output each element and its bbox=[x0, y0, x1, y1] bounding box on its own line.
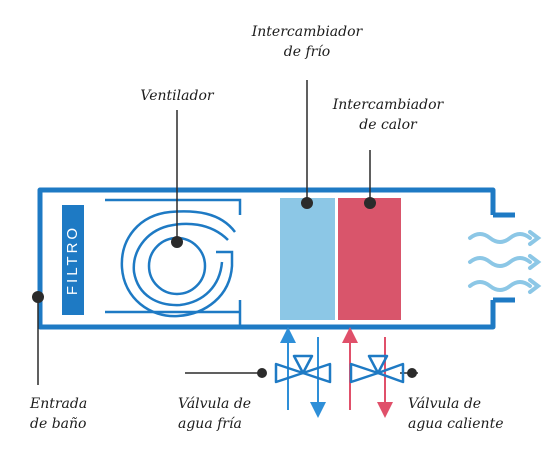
filter: FILTRO bbox=[62, 205, 84, 315]
leader-lines bbox=[37, 80, 418, 385]
label-air-intake: Entrada de baño bbox=[30, 396, 88, 432]
label-fan: Ventilador bbox=[140, 88, 214, 104]
unit-casing bbox=[37, 187, 515, 330]
cold-water-pipes bbox=[280, 327, 326, 418]
leader-dots bbox=[32, 197, 417, 378]
filter-label: FILTRO bbox=[64, 225, 81, 295]
cold-exchanger-coil bbox=[280, 198, 335, 320]
label-cold-valve: Válvula de agua fría bbox=[178, 396, 252, 432]
label-cold-exchanger: Intercambiador de frío bbox=[251, 24, 363, 60]
label-heat-exchanger: Intercambiador de calor bbox=[332, 97, 444, 133]
fan-housing-partition bbox=[105, 198, 242, 327]
centrifugal-fan-icon bbox=[120, 210, 236, 318]
label-hot-valve: Válvula de agua caliente bbox=[408, 396, 504, 432]
hot-exchanger-coil bbox=[338, 198, 401, 320]
wavy-arrows-icon bbox=[468, 230, 542, 294]
three-way-valve-icon bbox=[349, 354, 405, 384]
three-way-valve-icon bbox=[274, 354, 332, 384]
